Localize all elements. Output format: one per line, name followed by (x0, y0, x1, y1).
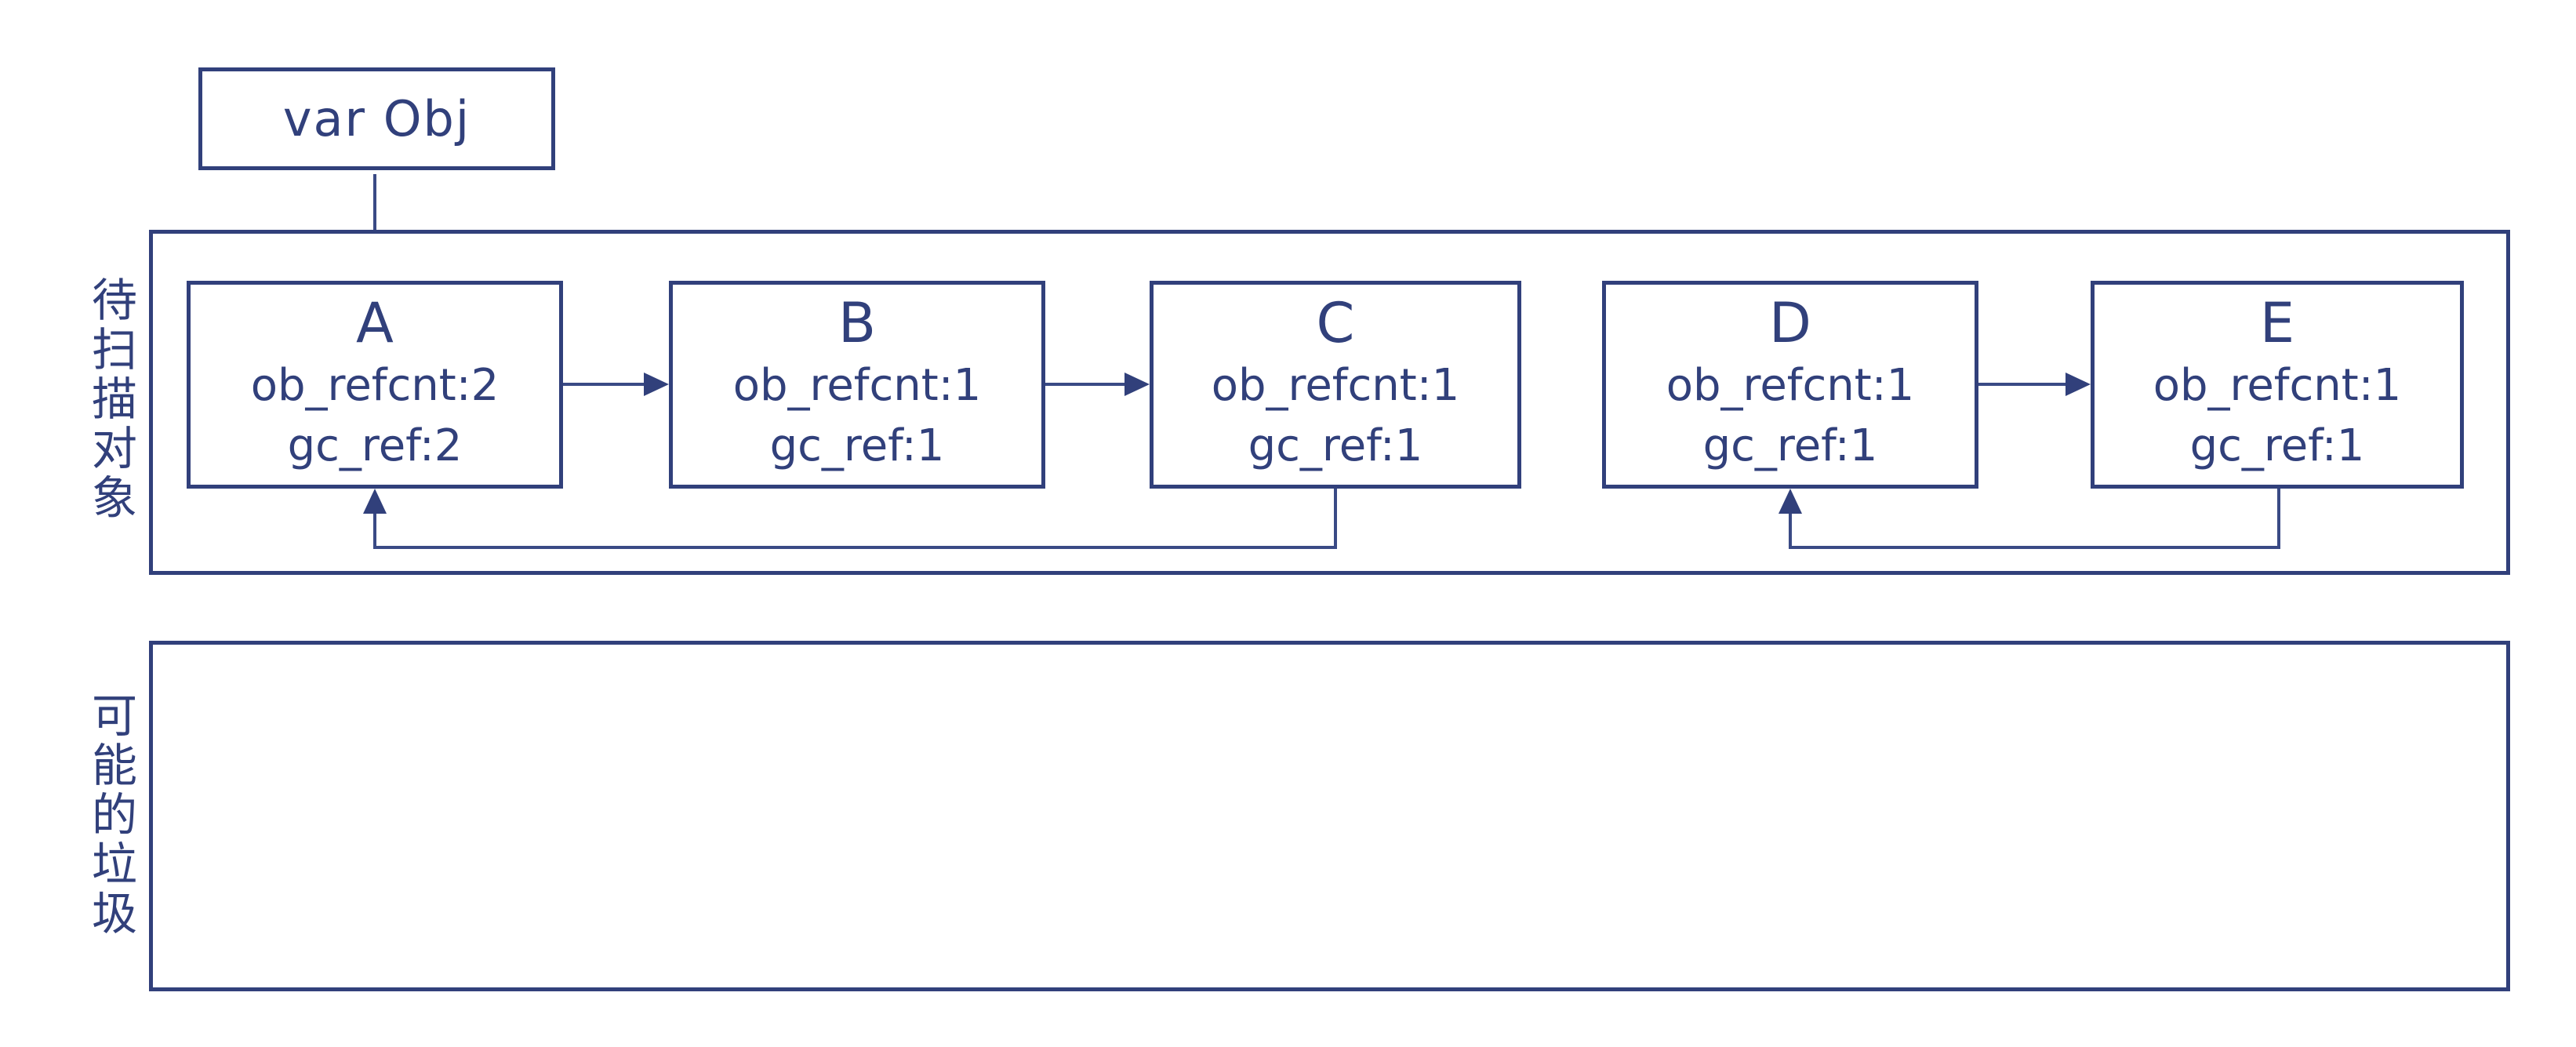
var-obj-box: var Obj (198, 67, 555, 170)
edge-a-to-b-line (563, 383, 645, 386)
object-node-b: B ob_refcnt:1 gc_ref:1 (669, 281, 1045, 489)
node-ob-refcnt: ob_refcnt:1 (2153, 359, 2402, 411)
node-gc-ref: gc_ref:2 (287, 420, 463, 472)
node-ob-refcnt: ob_refcnt:1 (1211, 359, 1460, 411)
edge-e-to-d-segment-up (1789, 512, 1792, 549)
object-node-a: A ob_refcnt:2 gc_ref:2 (187, 281, 563, 489)
arrowhead-right-icon (2066, 373, 2091, 396)
object-node-e: E ob_refcnt:1 gc_ref:1 (2091, 281, 2464, 489)
arrowhead-right-icon (1125, 373, 1150, 396)
node-gc-ref: gc_ref:1 (769, 420, 945, 472)
node-title: B (837, 291, 877, 356)
arrowhead-up-icon (363, 489, 387, 514)
edge-d-to-e-line (1978, 383, 2067, 386)
scan-section-label: 待扫描对象 (84, 276, 137, 523)
node-title: D (1769, 291, 1811, 356)
node-gc-ref: gc_ref:1 (2189, 420, 2365, 472)
object-node-d: D ob_refcnt:1 gc_ref:1 (1602, 281, 1978, 489)
var-obj-label: var Obj (282, 90, 471, 147)
edge-e-to-d-segment-down (2277, 489, 2280, 549)
edge-e-to-d-segment-horizontal (1789, 546, 2280, 549)
node-title: A (356, 291, 394, 356)
node-title: C (1316, 291, 1355, 356)
node-title: E (2259, 291, 2295, 356)
object-node-c: C ob_refcnt:1 gc_ref:1 (1150, 281, 1521, 489)
edge-c-to-a-segment-up (373, 512, 376, 549)
node-gc-ref: gc_ref:1 (1248, 420, 1423, 472)
arrowhead-up-icon (1778, 489, 1802, 514)
node-ob-refcnt: ob_refcnt:2 (250, 359, 500, 411)
edge-varobj-to-a-line (373, 174, 376, 256)
arrowhead-right-icon (644, 373, 669, 396)
node-ob-refcnt: ob_refcnt:1 (732, 359, 982, 411)
node-ob-refcnt: ob_refcnt:1 (1666, 359, 1915, 411)
edge-c-to-a-segment-down (1334, 489, 1337, 549)
node-gc-ref: gc_ref:1 (1702, 420, 1878, 472)
garbage-section-container (149, 641, 2510, 991)
garbage-section-label: 可能的垃圾 (84, 692, 137, 939)
edge-b-to-c-line (1045, 383, 1126, 386)
edge-c-to-a-segment-horizontal (373, 546, 1337, 549)
